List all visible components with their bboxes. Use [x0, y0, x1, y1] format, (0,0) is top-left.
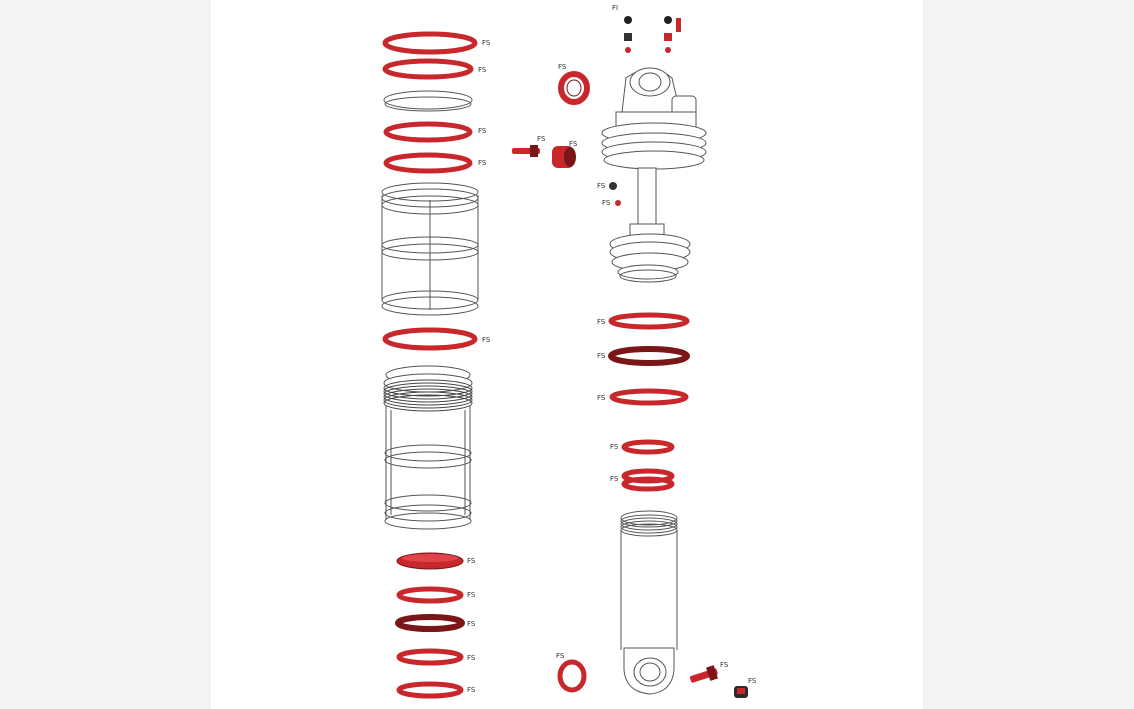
damper-head — [601, 67, 707, 170]
label-fs: FS — [610, 443, 619, 451]
damper-hardware-top — [624, 16, 681, 53]
label-fs: FS — [610, 475, 619, 483]
valve-cap — [552, 146, 576, 168]
wiper-ring — [383, 90, 473, 110]
label-fs: FS — [467, 620, 476, 628]
outer-body — [383, 365, 473, 530]
left-seal-stack — [382, 31, 478, 174]
seal-ring — [383, 152, 473, 174]
right-seal-stack — [608, 312, 690, 492]
air-can-sleeve — [381, 182, 479, 316]
seal-ring — [382, 58, 474, 80]
damper-shaft — [609, 167, 657, 229]
seal-ring — [382, 327, 478, 351]
bushing-ring — [558, 71, 590, 105]
label-fi: FI — [612, 4, 618, 12]
seal-ring — [609, 388, 689, 406]
lower-left-seal-stack — [395, 552, 465, 699]
label-fs: FS — [597, 394, 606, 402]
bottom-valve — [689, 665, 748, 698]
damper-piston — [609, 223, 691, 283]
valve-core — [512, 145, 540, 157]
wiper-ring-inner — [384, 96, 472, 112]
label-fs: FS — [558, 63, 567, 71]
label-fs: FS — [597, 318, 606, 326]
label-fs: FS — [467, 654, 476, 662]
label-fs: FS — [537, 135, 546, 143]
label-fs: FS — [478, 66, 487, 74]
label-fs: FS — [478, 159, 487, 167]
label-fs: FS — [569, 140, 578, 148]
label-fs: FS — [482, 39, 491, 47]
damper-body — [620, 510, 678, 695]
label-fs: FS — [597, 182, 606, 190]
seal-ring — [621, 476, 675, 492]
label-fs: FS — [602, 199, 611, 207]
label-fs: FS — [478, 127, 487, 135]
seal-ring — [395, 614, 465, 632]
label-fs: FS — [720, 661, 729, 669]
seal-ring — [383, 121, 473, 143]
seal-ring — [396, 681, 464, 699]
middle-small-parts — [512, 71, 590, 693]
label-fs: FS — [467, 557, 476, 565]
label-fs: FS — [467, 686, 476, 694]
seal-ring — [621, 439, 675, 455]
bushing-ring — [557, 659, 587, 693]
label-fs: FS — [482, 336, 491, 344]
seal-ring — [396, 586, 464, 604]
part-labels: FI FS FS FS FS FS FS FS FS FS FS FS FS F… — [467, 4, 757, 694]
label-fs: FS — [467, 591, 476, 599]
seal-ring — [382, 31, 478, 55]
seal-ring — [608, 346, 690, 366]
label-fs: FS — [597, 352, 606, 360]
seal-ring — [608, 312, 690, 330]
seal-ring — [396, 648, 464, 666]
diagram-sheet — [211, 0, 923, 709]
label-fs: FS — [556, 652, 565, 660]
label-fs: FS — [748, 677, 757, 685]
